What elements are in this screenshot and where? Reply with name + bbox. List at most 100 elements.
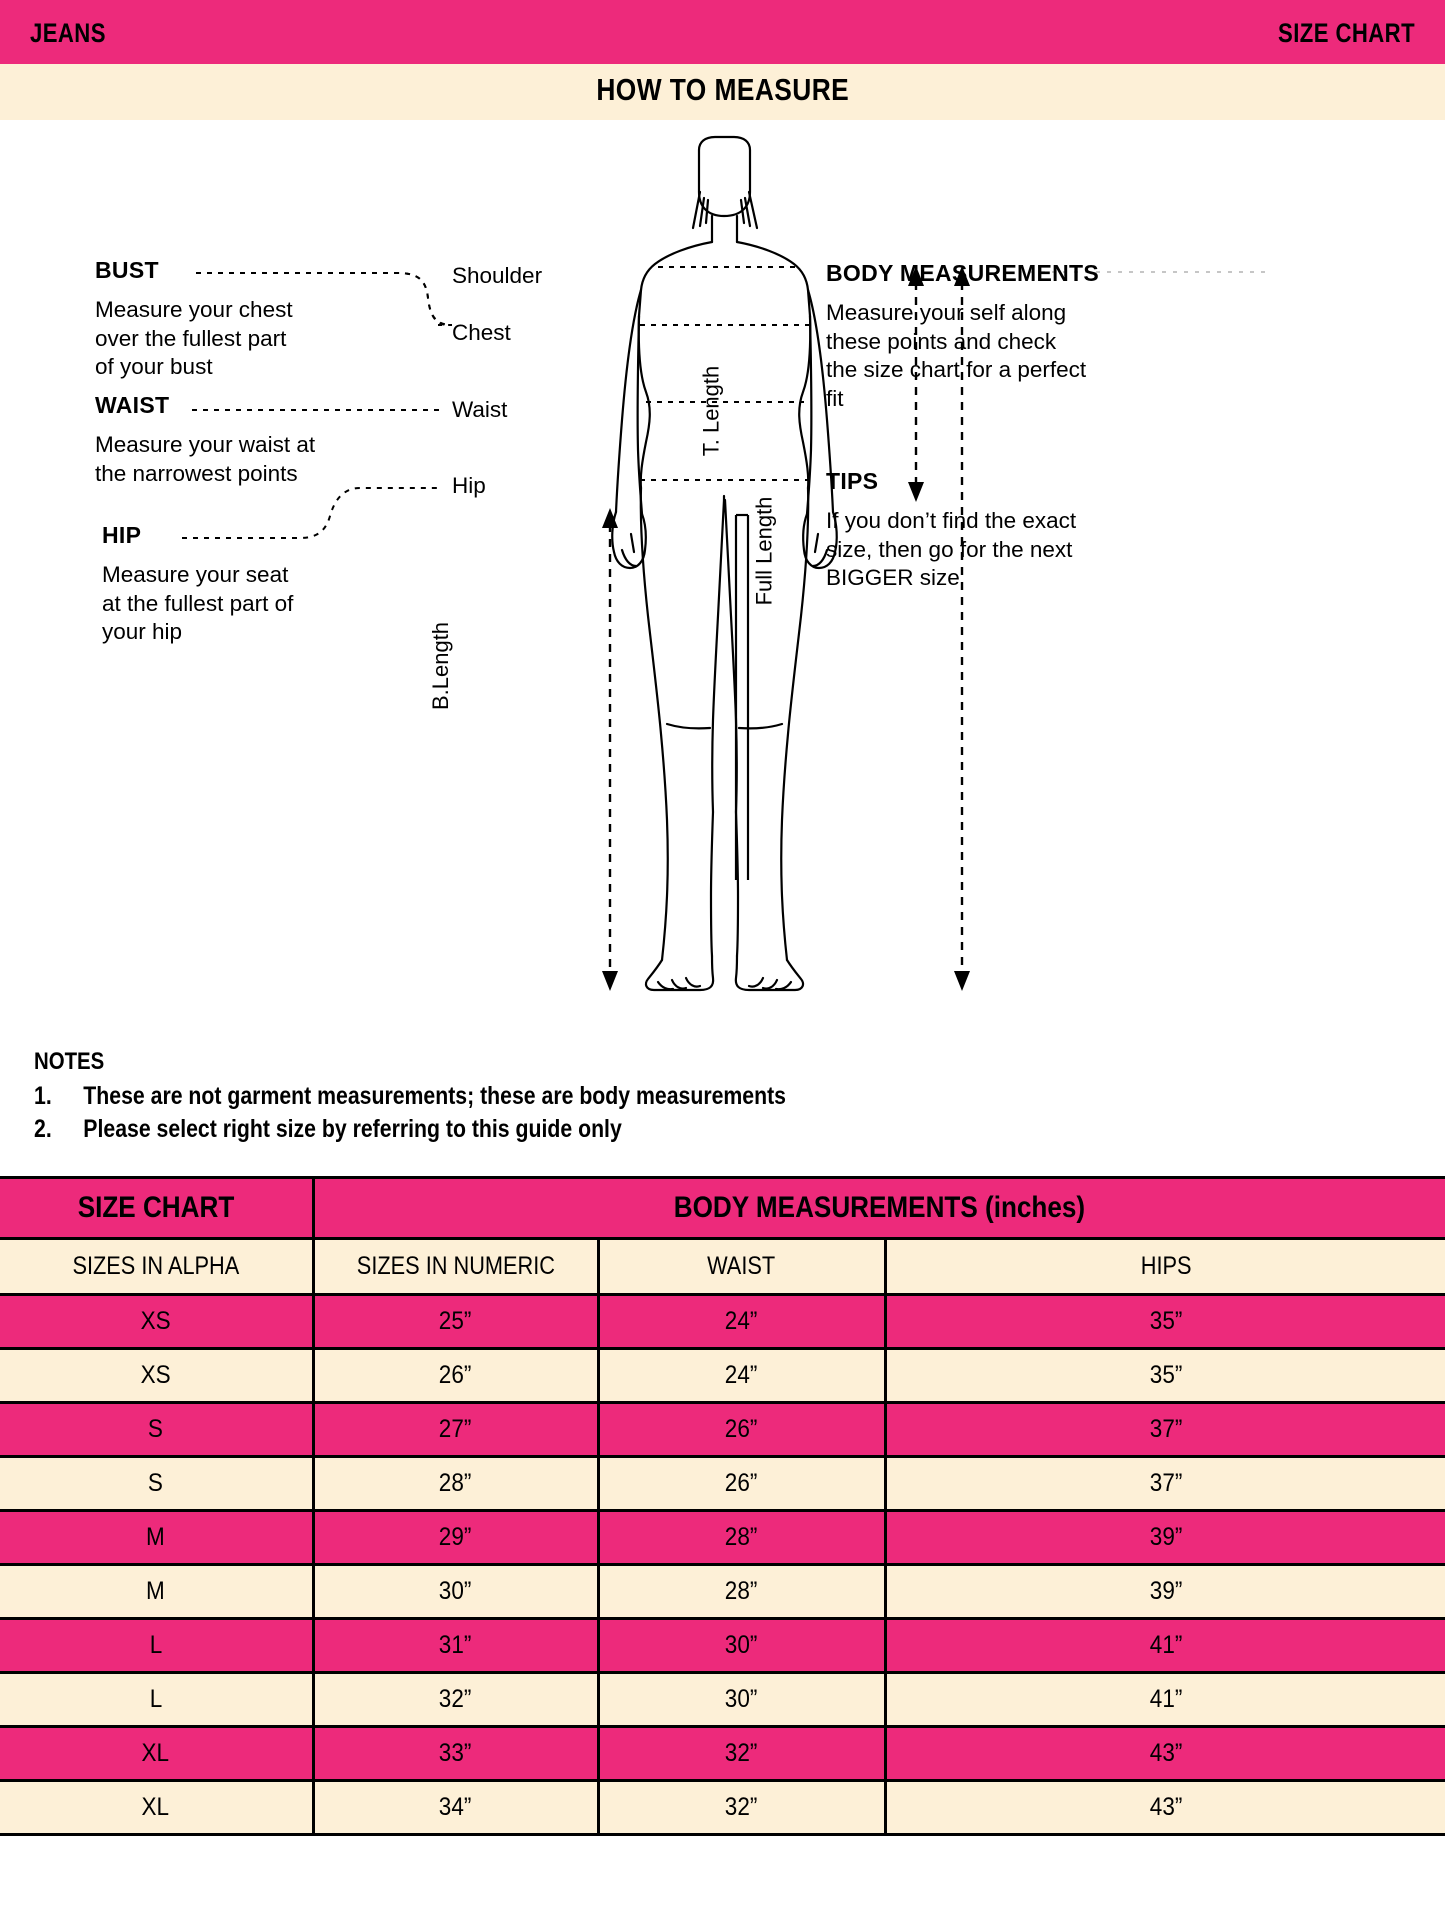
body-measurements-description: Measure your self along these points and…	[826, 300, 1087, 411]
notes-list: 1. These are not garment measurements; th…	[34, 1080, 1134, 1146]
column-header-numeric: SIZES IN NUMERIC	[311, 1238, 600, 1296]
table-title-row: SIZE CHART BODY MEASUREMENTS (inches)	[0, 1176, 1445, 1240]
cell-numeric: 29”	[311, 1510, 600, 1566]
table-title-size-chart: SIZE CHART	[0, 1176, 315, 1240]
table-row: L 32” 30” 41”	[0, 1672, 1445, 1728]
table-row: XS 25” 24” 35”	[0, 1294, 1445, 1350]
table-row: XL 33” 32” 43”	[0, 1726, 1445, 1782]
tips-description: If you don’t find the exact size, then g…	[826, 508, 1077, 590]
cell-alpha: XS	[0, 1348, 315, 1404]
cell-alpha: L	[0, 1672, 315, 1728]
cell-numeric: 34”	[311, 1780, 600, 1836]
notes-heading: NOTES	[34, 1048, 105, 1075]
table-row: XS 26” 24” 35”	[0, 1348, 1445, 1404]
cell-numeric: 31”	[311, 1618, 600, 1674]
body-guide-lines	[640, 266, 810, 481]
cell-hips: 43”	[883, 1726, 1445, 1782]
body-measurements-info-block: BODY MEASUREMENTS Measure your self alon…	[826, 260, 1099, 413]
figure-label-chest: Chest	[452, 320, 511, 345]
page-title: SIZE CHART	[1278, 18, 1415, 48]
inseam-marker	[734, 513, 750, 880]
tips-info-block: TIPS If you don’t find the exact size, t…	[826, 468, 1078, 593]
table-title-body-measurements: BODY MEASUREMENTS (inches)	[311, 1176, 1445, 1240]
note-number: 1.	[34, 1082, 52, 1110]
bust-info-block: BUST Measure your chest over the fullest…	[95, 257, 300, 382]
hip-description: Measure your seat at the fullest part of…	[102, 562, 294, 644]
cell-hips: 41”	[883, 1618, 1445, 1674]
table-row: S 27” 26” 37”	[0, 1402, 1445, 1458]
cell-numeric: 32”	[311, 1672, 600, 1728]
cell-waist: 30”	[596, 1672, 887, 1728]
cell-numeric: 33”	[311, 1726, 600, 1782]
note-item: 1. These are not garment measurements; th…	[34, 1080, 969, 1113]
waist-info-block: WAIST Measure your waist at the narrowes…	[95, 392, 317, 488]
cell-waist: 26”	[596, 1402, 887, 1458]
column-header-waist: WAIST	[596, 1238, 887, 1296]
note-number: 2.	[34, 1115, 52, 1143]
cell-hips: 39”	[883, 1564, 1445, 1620]
figure-label-waist: Waist	[452, 397, 508, 422]
table-row: XL 34” 32” 43”	[0, 1780, 1445, 1836]
table-header-row: SIZES IN ALPHA SIZES IN NUMERIC WAIST HI…	[0, 1238, 1445, 1296]
cell-numeric: 27”	[311, 1402, 600, 1458]
product-category-label: JEANS	[30, 18, 106, 48]
cell-alpha: XL	[0, 1780, 315, 1836]
bust-description: Measure your chest over the fullest part…	[95, 297, 293, 379]
figure-label-hip: Hip	[452, 473, 486, 498]
cell-hips: 35”	[883, 1348, 1445, 1404]
cell-numeric: 30”	[311, 1564, 600, 1620]
hip-heading: HIP	[102, 522, 142, 548]
table-row: L 31” 30” 41”	[0, 1618, 1445, 1674]
notes-section: NOTES 1. These are not garment measuremen…	[34, 1048, 1134, 1146]
measurement-diagram: BUST Measure your chest over the fullest…	[0, 120, 1445, 1050]
cell-waist: 30”	[596, 1618, 887, 1674]
figure-label-b-length: B.Length	[428, 621, 454, 711]
cell-waist: 28”	[596, 1510, 887, 1566]
note-text: Please select right size by referring to…	[83, 1115, 622, 1143]
cell-alpha: S	[0, 1456, 315, 1512]
cell-waist: 24”	[596, 1294, 887, 1350]
bust-heading: BUST	[95, 257, 159, 283]
cell-hips: 39”	[883, 1510, 1445, 1566]
figure-label-full-length: Full Length	[751, 496, 777, 606]
table-row: M 30” 28” 39”	[0, 1564, 1445, 1620]
cell-alpha: S	[0, 1402, 315, 1458]
cell-alpha: M	[0, 1564, 315, 1620]
cell-waist: 26”	[596, 1456, 887, 1512]
cell-hips: 37”	[883, 1456, 1445, 1512]
figure-label-t-length: T. Length	[698, 365, 724, 457]
b-length-dimension	[602, 508, 618, 991]
table-row: M 29” 28” 39”	[0, 1510, 1445, 1566]
cell-waist: 28”	[596, 1564, 887, 1620]
cell-waist: 32”	[596, 1726, 887, 1782]
cell-hips: 43”	[883, 1780, 1445, 1836]
column-header-alpha: SIZES IN ALPHA	[0, 1238, 315, 1296]
cell-numeric: 25”	[311, 1294, 600, 1350]
table-row: S 28” 26” 37”	[0, 1456, 1445, 1512]
note-item: 2. Please select right size by referring …	[34, 1113, 969, 1146]
how-to-measure-title: HOW TO MEASURE	[596, 72, 849, 107]
note-text: These are not garment measurements; thes…	[83, 1082, 786, 1110]
size-chart-table: SIZE CHART BODY MEASUREMENTS (inches) SI…	[0, 1176, 1445, 1836]
column-header-hips: HIPS	[883, 1238, 1445, 1296]
body-figure-outline	[611, 135, 838, 992]
cell-numeric: 26”	[311, 1348, 600, 1404]
table-body: XS 25” 24” 35” XS 26” 24” 35” S 27” 26” …	[0, 1294, 1445, 1836]
cell-hips: 35”	[883, 1294, 1445, 1350]
cell-alpha: XL	[0, 1726, 315, 1782]
hip-info-block: HIP Measure your seat at the fullest par…	[102, 522, 310, 647]
waist-description: Measure your waist at the narrowest poin…	[95, 432, 316, 486]
tips-heading: TIPS	[826, 468, 879, 494]
cell-waist: 24”	[596, 1348, 887, 1404]
waist-heading: WAIST	[95, 392, 170, 418]
cell-alpha: L	[0, 1618, 315, 1674]
cell-numeric: 28”	[311, 1456, 600, 1512]
cell-hips: 37”	[883, 1402, 1445, 1458]
figure-label-shoulder: Shoulder	[452, 263, 543, 288]
how-to-measure-band: HOW TO MEASURE	[0, 64, 1445, 120]
page-header-bar: JEANS SIZE CHART	[0, 0, 1445, 64]
cell-alpha: M	[0, 1510, 315, 1566]
body-measurements-heading: BODY MEASUREMENTS	[826, 260, 1100, 286]
cell-hips: 41”	[883, 1672, 1445, 1728]
cell-alpha: XS	[0, 1294, 315, 1350]
